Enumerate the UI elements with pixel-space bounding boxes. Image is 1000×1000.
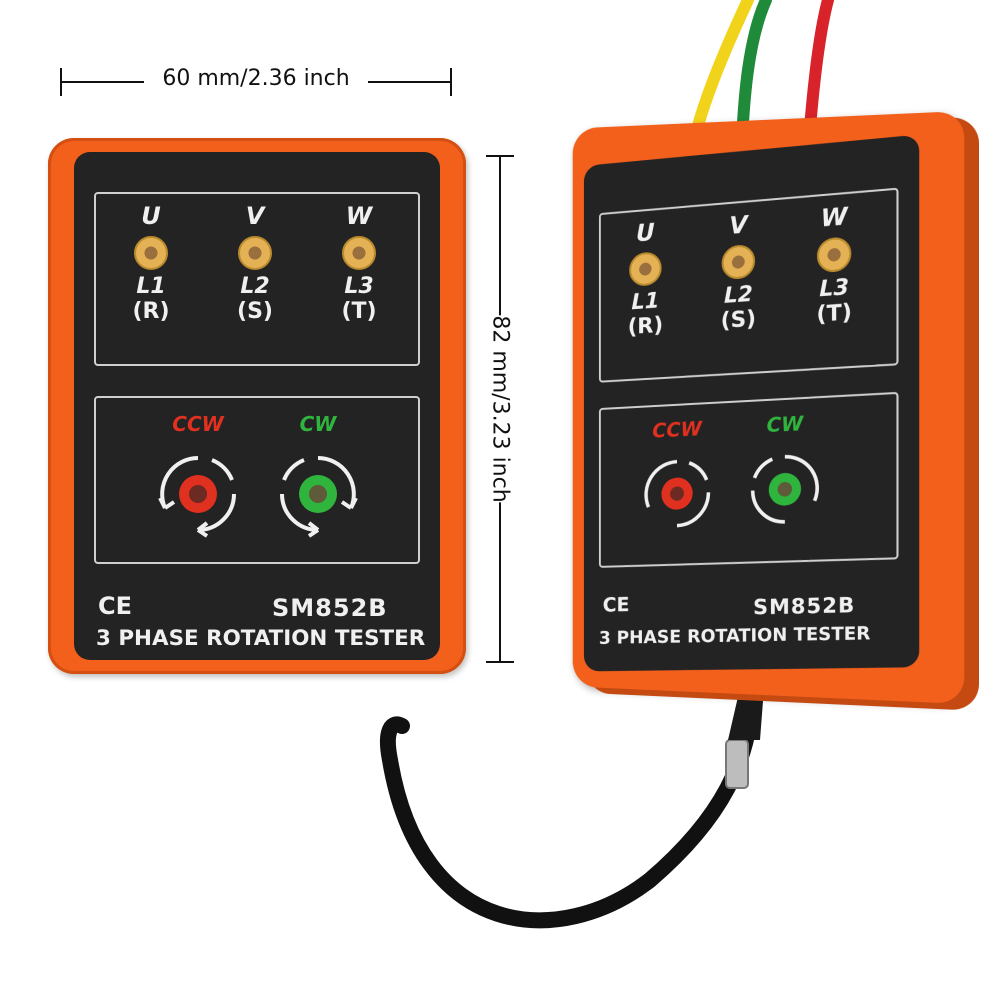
ce-mark-icon: CE <box>98 592 133 620</box>
ce-mark-icon: CE <box>602 592 630 617</box>
phase-l2: V L2 (S) <box>210 202 300 326</box>
dimension-line-right <box>368 81 452 83</box>
phase-line: L1 <box>136 274 166 299</box>
tester-face-angled: U L1 (R) V L2 (S) W L3 (T) CCW <box>583 134 920 672</box>
phase-l2-angled: V L2 (S) <box>694 207 782 337</box>
phase-code: (T) <box>816 300 852 328</box>
cable-boot <box>728 688 764 740</box>
phase-l3-angled: W L3 (T) <box>789 199 880 331</box>
dimension-tick-right <box>450 68 452 96</box>
device-title: 3 PHASE ROTATION TESTER <box>598 623 871 649</box>
phase-letter: W <box>345 202 373 230</box>
cw-label: CW <box>299 412 337 436</box>
phase-code: (R) <box>627 313 664 340</box>
ccw-lamp-icon <box>661 476 693 511</box>
phase-l1-angled: U L1 (R) <box>603 215 689 343</box>
phase-letter: V <box>729 210 748 240</box>
height-dimension: 82 mm/3.23 inch <box>482 155 518 663</box>
phase-code: (S) <box>720 306 757 334</box>
tester-front-view: U L1 (R) V L2 (S) W L3 (T) CCW <box>48 138 466 674</box>
ccw-label: CCW <box>172 412 224 436</box>
phase-letter: V <box>245 202 265 230</box>
ccw-indicator: CCW <box>148 412 248 544</box>
rotation-arrows-icon <box>280 456 358 538</box>
phase-code: (T) <box>341 299 377 324</box>
phase-panel: U L1 (R) V L2 (S) W L3 (T) <box>94 192 420 366</box>
cw-indicator: CW <box>268 412 368 544</box>
phase-letter: U <box>141 202 161 230</box>
width-label: 60 mm/2.36 inch <box>144 66 368 91</box>
phase-code: (R) <box>132 299 170 324</box>
rotation-panel-angled: CCW CW <box>598 391 899 568</box>
dimension-tick-bottom <box>486 661 514 663</box>
width-dimension: 60 mm/2.36 inch <box>60 64 452 100</box>
wrist-strap <box>379 680 760 929</box>
model-name: SM852B <box>753 592 856 620</box>
phase-line: L2 <box>240 274 270 299</box>
phase-letter: W <box>820 202 848 233</box>
phase-l1: U L1 (R) <box>106 202 196 326</box>
height-label: 82 mm/3.23 inch <box>483 315 517 503</box>
phase-panel-angled: U L1 (R) V L2 (S) W L3 (T) <box>598 187 899 383</box>
phase-lamp-icon <box>816 236 852 274</box>
phase-lamp-icon <box>342 236 376 270</box>
phase-letter: U <box>636 218 655 248</box>
tester-face: U L1 (R) V L2 (S) W L3 (T) CCW <box>74 152 440 660</box>
rotation-arrows-icon <box>740 442 830 536</box>
tester-angled-view: U L1 (R) V L2 (S) W L3 (T) CCW <box>572 110 965 705</box>
strap-clip <box>725 739 749 789</box>
phase-lamp-icon <box>721 243 756 281</box>
rotation-arrows-icon <box>158 456 236 538</box>
ccw-label: CCW <box>652 416 702 443</box>
ccw-indicator-angled: CCW <box>629 415 725 539</box>
cw-label: CW <box>766 411 804 437</box>
cw-indicator-angled: CW <box>735 409 835 536</box>
rotation-arrows-icon <box>634 447 721 539</box>
phase-line: L3 <box>344 274 374 299</box>
model-name: SM852B <box>272 594 388 622</box>
rotation-panel: CCW CW <box>94 396 420 564</box>
dimension-line-left <box>60 81 144 83</box>
device-title: 3 PHASE ROTATION TESTER <box>96 626 426 650</box>
phase-code: (S) <box>237 299 273 324</box>
phase-lamp-icon <box>238 236 272 270</box>
phase-lamp-icon <box>134 236 168 270</box>
phase-l3: W L3 (T) <box>314 202 404 326</box>
phase-lamp-icon <box>629 251 662 287</box>
